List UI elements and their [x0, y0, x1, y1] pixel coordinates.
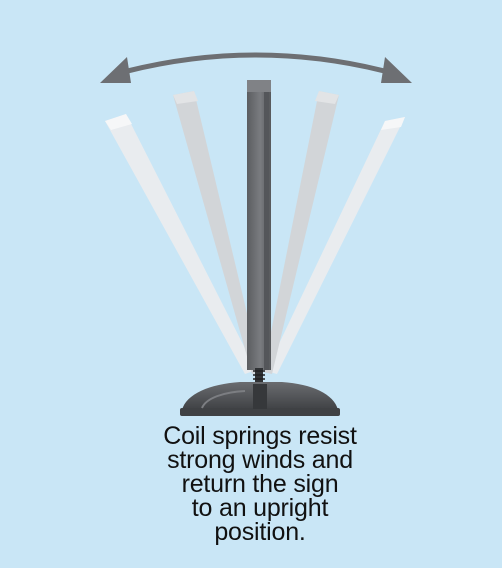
ghost-post-left: [173, 91, 261, 374]
coil-spring-icon: [253, 368, 265, 384]
caption-line-5: position.: [214, 518, 306, 546]
ghost-post-far-right: [266, 117, 405, 374]
caption-line-1: Coil springs resist: [163, 422, 357, 450]
caption: Coil springs resist strong winds and ret…: [106, 422, 414, 546]
caption-line-4: to an upright: [191, 494, 329, 522]
right-arrowhead: [381, 57, 412, 83]
upright-sign-post: [247, 80, 271, 370]
double-headed-curved-arrow-icon: [113, 52, 399, 77]
sign-motion-illustration: [100, 52, 412, 416]
ghost-post-right: [263, 91, 339, 374]
motion-arrow: [100, 52, 412, 83]
weighted-base-icon: [180, 382, 340, 416]
ghost-post-far-left: [105, 114, 256, 374]
left-arrowhead: [100, 57, 131, 83]
caption-line-2: strong winds and: [167, 446, 353, 474]
caption-line-3: return the sign: [181, 470, 339, 498]
